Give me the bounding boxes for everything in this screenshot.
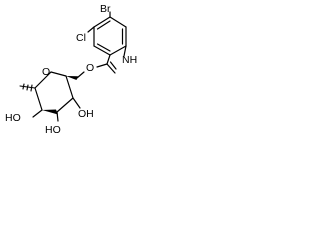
bond-c3-o <box>96 63 108 68</box>
pyranose-ring <box>34 71 74 113</box>
wedge-bond-c1-c2 <box>66 76 78 80</box>
atom-label-nh: NH <box>122 54 137 66</box>
wedge-bond-c3-c2 <box>42 109 58 115</box>
atom-label-oh-c2: OH <box>78 108 94 120</box>
bond-o-anomeric <box>76 71 85 79</box>
indole-benzene-ring <box>93 16 127 56</box>
bond-c3-oh <box>56 111 59 122</box>
atom-label-br: Br <box>100 3 111 15</box>
structure-canvas: Br Cl NH O O HO HO OH <box>0 0 149 144</box>
bond-c2-oh <box>72 97 81 109</box>
atom-label-ring-o: O <box>42 66 50 78</box>
hashed-bond-methyl <box>19 83 36 92</box>
bond-c4-oh <box>32 109 43 118</box>
atom-label-ho-c3: HO <box>45 124 61 136</box>
atom-label-ho-c4: HO <box>5 112 21 124</box>
bond-c4-cl <box>87 26 95 33</box>
indole-pyrrole-ring <box>106 45 127 74</box>
atom-label-cl: Cl <box>76 32 86 44</box>
atom-label-glycosidic-o: O <box>86 62 94 74</box>
molecule-structure: Br Cl NH O O HO HO OH <box>5 3 137 136</box>
